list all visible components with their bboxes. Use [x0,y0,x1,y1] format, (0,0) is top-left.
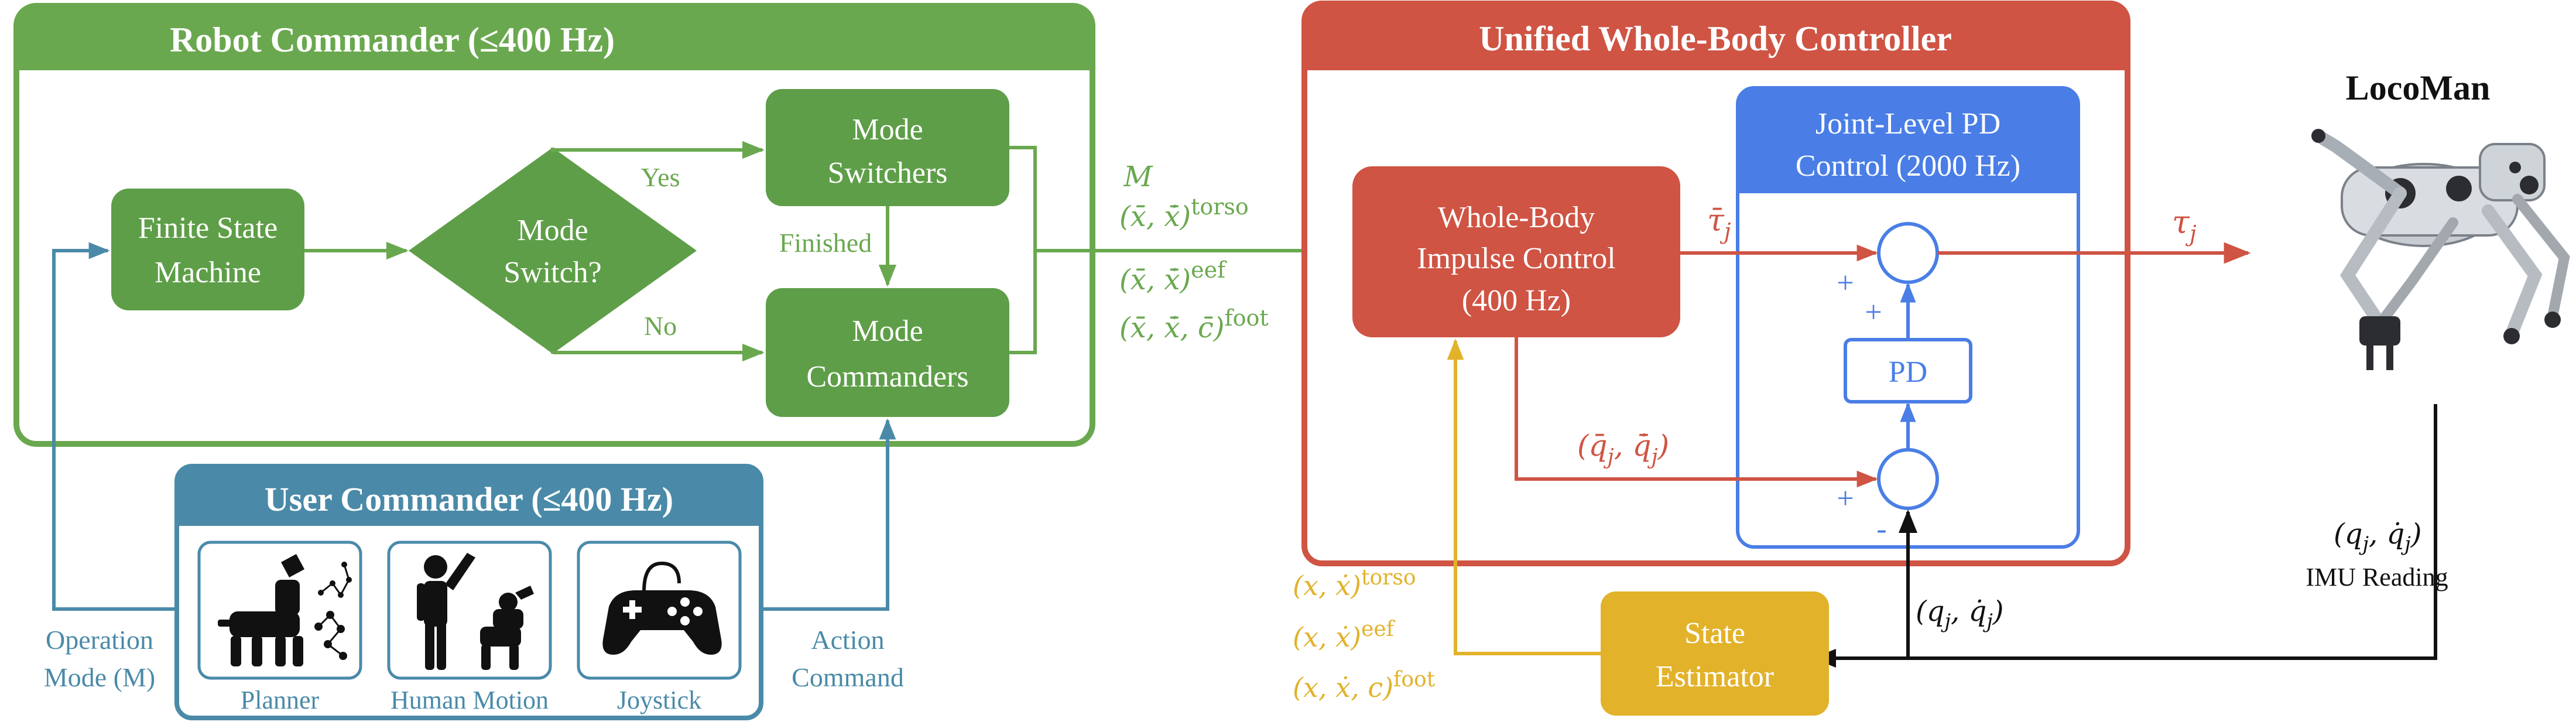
estimate-foot-label: (x, ẋ, c)foot [1293,668,1436,703]
estimator-q-label: (qj, q̇j) [1916,595,2004,633]
command-torso-label: (x̄, x̄̇)torso [1119,194,1249,233]
human-motion-card: Human Motion [387,541,552,714]
sensor-feedback-line [1836,404,2437,660]
joystick-label: Joystick [617,686,701,714]
robot-q-label: (qj, q̇j) [2334,518,2422,556]
state-estimator-label-2: Estimator [1656,660,1774,693]
joystick-card: Joystick [577,541,742,714]
joint-pd-label-1: Joint-Level PD [1815,107,2000,141]
action-command-label-2: Command [792,662,904,692]
finite-state-machine-label-1: Finite State [138,211,278,245]
joint-pd-label-2: Control (2000 Hz) [1796,149,2020,183]
planner-card: Planner [197,541,362,714]
human-motion-icon [417,553,534,670]
mode-commanders-label-1: Mode [852,314,923,348]
command-m-label: M [1123,160,1153,193]
wbic-label-2: Impulse Control [1417,242,1615,275]
estimator-arrows [1447,338,1601,655]
finished-label: Finished [779,228,872,258]
uwbc-title: Unified Whole-Body Controller [1479,19,1952,58]
upper-sum-junction [1877,222,1939,284]
estimator-output-labels: (x, ẋ)torso (x, ẋ)eef (x, ẋ, c)foot [1293,566,1436,703]
yes-label: Yes [641,162,680,192]
upper-plus-left: + [1837,266,1854,300]
wbic-label-1: Whole-Body [1438,201,1595,234]
locoman-title: LocoMan [2346,69,2491,107]
mode-switchers-node: Mode Switchers [766,89,1009,206]
mode-switchers-label-2: Switchers [827,156,947,190]
human-motion-label: Human Motion [390,686,549,714]
upper-plus-bottom: + [1865,296,1882,329]
no-arrow-to-mode-commanders [551,343,765,362]
mode-switch-label-1: Mode [517,214,588,247]
uwbc-red-arrows [1515,242,2251,488]
robot-commander-title: Robot Commander (≤400 Hz) [170,20,615,59]
mode-switchers-label-1: Mode [852,113,923,146]
robot-commander-visible-arrows [551,141,1354,362]
estimate-torso-label: (x, ẋ)torso [1293,566,1416,601]
pd-label: PD [1889,355,1927,389]
action-command-label-1: Action [811,625,884,655]
estimate-to-wbic-arrow [1447,338,1601,655]
planner-label: Planner [241,686,320,714]
operation-mode-label-1: Operation [46,625,153,655]
action-command-arrow [761,418,896,611]
command-foot-label: (x̄, x̄̇, c̄)foot [1119,305,1269,344]
lower-sum-junction [1877,448,1939,510]
lower-plus-left: + [1837,482,1854,515]
tau-output-label: τj [2172,204,2197,247]
joystick-icon [602,561,722,655]
wbic-node: Whole-Body Impulse Control (400 Hz) [1352,166,1680,337]
lower-minus: - [1876,512,1886,546]
command-labels: M (x̄, x̄̇)torso (x̄, x̄̇)eef (x̄, x̄̇, … [1119,160,1269,344]
locoman-robot-image [2311,129,2570,370]
imu-reading-label: IMU Reading [2306,563,2448,591]
state-estimator-node: State Estimator [1601,591,1829,716]
pd-loop [1844,222,1972,510]
operation-mode-arrow [52,242,177,611]
mode-commanders-node: Mode Commanders [766,288,1009,417]
q-bar-arrow [1515,337,1878,488]
user-commander-arrows [52,242,896,611]
user-commander-title: User Commander (≤400 Hz) [265,480,673,518]
estimate-eef-label: (x, ẋ)eef [1293,617,1396,653]
no-label: No [644,311,677,341]
wbic-label-3: (400 Hz) [1462,284,1571,317]
state-estimator-label-1: State [1684,617,1745,650]
mode-commanders-label-2: Commanders [806,360,968,394]
commanders-output-line [1009,251,1037,354]
mode-switch-label-2: Switch? [503,256,602,289]
switchers-output-line [1009,146,1037,251]
finite-state-machine-label-2: Machine [155,256,261,289]
command-eef-label: (x̄, x̄̇)eef [1119,257,1227,296]
finite-state-machine-node: Finite State Machine [111,189,304,310]
tau-bar-label: τ̄j [1707,203,1731,244]
mode-switch-decision: Mode Switch? [409,148,697,354]
operation-mode-label-2: Mode (M) [44,662,155,692]
